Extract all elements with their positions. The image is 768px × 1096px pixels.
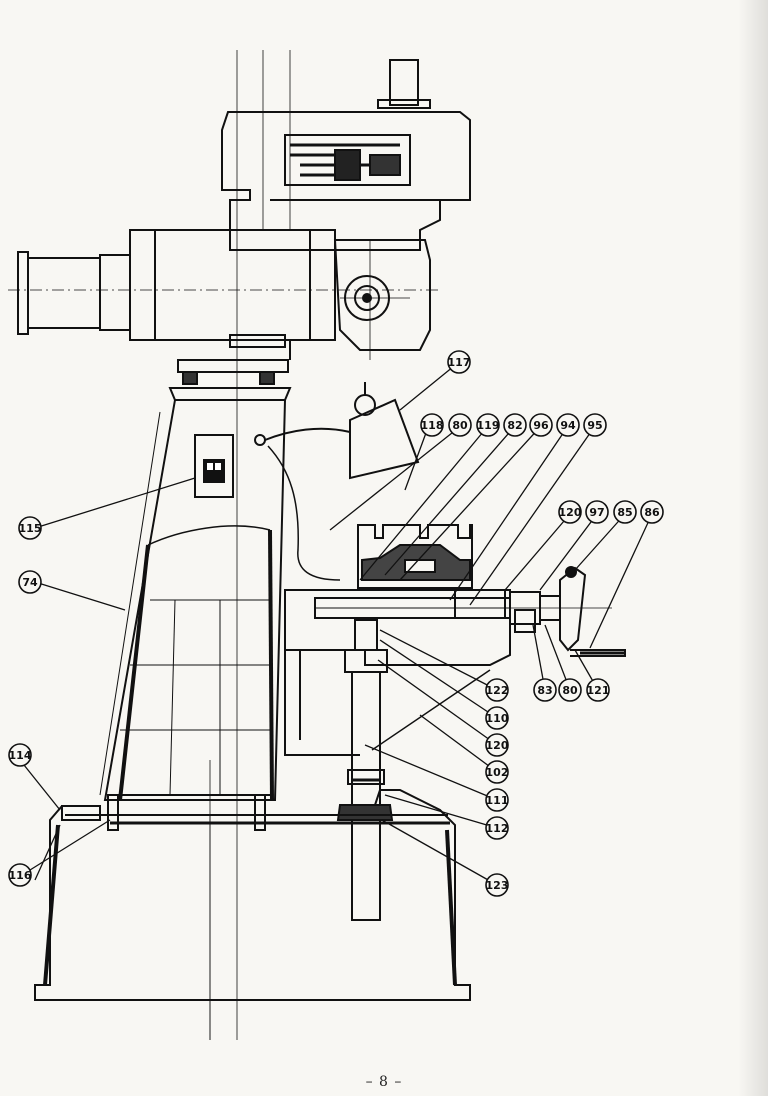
callout-120b: 120 [485,733,509,757]
callout-label: 115 [19,522,42,535]
cable [267,445,341,581]
callout-label: 121 [587,684,610,697]
callout-label: 80 [562,684,578,697]
callout-label: 97 [589,506,604,519]
head-gearbox [221,111,471,251]
callout-label: 110 [486,712,509,725]
callout-116: 116 [8,863,32,887]
callout-label: 96 [533,419,549,432]
callout-label: 86 [644,506,660,519]
callout-85: 85 [613,500,637,524]
callout-label: 112 [486,822,509,835]
switch-box [194,434,266,498]
callout-123: 123 [485,873,509,897]
base [34,789,471,1040]
callout-label: 102 [486,766,509,779]
callout-label: 111 [486,794,509,807]
page-number: – 8 – [365,1074,403,1090]
callouts: 117 118 80 119 82 96 94 95 120 97 85 86 … [8,350,664,897]
callout-80: 80 [448,413,472,437]
callout-label: 119 [477,419,500,432]
callout-122: 122 [485,678,509,702]
callout-86: 86 [640,500,664,524]
work-lamp [264,382,420,480]
callout-label: 118 [421,419,444,432]
callout-97: 97 [585,500,609,524]
callout-82: 82 [503,413,527,437]
callout-95: 95 [583,413,607,437]
callout-label: 95 [587,419,602,432]
callout-120: 120 [558,500,582,524]
callout-label: 122 [486,684,509,697]
callout-label: 116 [9,869,32,882]
callout-label: 123 [486,879,509,892]
callout-74: 74 [18,570,42,594]
motor [377,59,431,109]
elevating-screw [336,619,394,921]
callout-label: 85 [617,506,632,519]
centerlines [8,50,612,1040]
table-saddle [357,524,473,589]
column-body [99,399,286,801]
callout-117: 117 [447,350,471,374]
callout-label: 94 [560,419,576,432]
callout-112: 112 [485,816,509,840]
callout-label: 82 [507,419,522,432]
leader-lines [23,361,653,886]
callout-115: 115 [18,516,42,540]
callout-80b: 80 [558,678,582,702]
column-flange [168,359,292,401]
callout-111: 111 [485,788,509,812]
handwheel [559,566,626,657]
callout-label: 80 [452,419,468,432]
callout-label: 120 [559,506,582,519]
callout-102: 102 [485,760,509,784]
callout-83: 83 [533,678,557,702]
callout-label: 117 [448,356,471,369]
callout-114: 114 [8,743,32,767]
callout-label: 74 [22,576,38,589]
leadscrew [314,589,561,633]
page-edge-shadow [738,0,768,1096]
callout-label: 114 [9,749,32,762]
callout-110: 110 [485,706,509,730]
callout-label: 120 [486,739,509,752]
callout-96: 96 [529,413,553,437]
callout-121: 121 [586,678,610,702]
callout-118: 118 [420,413,444,437]
quill-housing [17,229,431,360]
callout-119: 119 [476,413,500,437]
callout-label: 83 [537,684,552,697]
callout-94: 94 [556,413,580,437]
